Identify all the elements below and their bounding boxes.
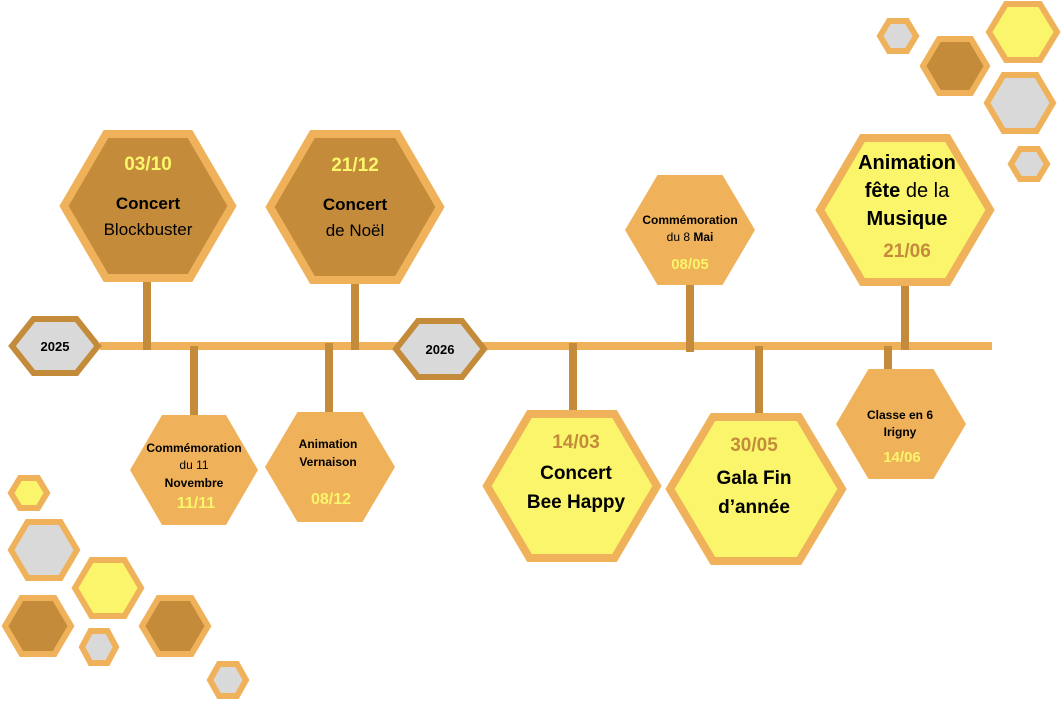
event-title: Novembre bbox=[165, 476, 224, 490]
event-date: 21/12 bbox=[331, 155, 379, 176]
decorative-hexagon bbox=[1007, 146, 1051, 182]
event-hexagon-gala bbox=[665, 413, 847, 565]
event-title: fête de la bbox=[865, 180, 950, 202]
event-title: Concert bbox=[323, 195, 388, 214]
event-title: du 8 Mai bbox=[667, 230, 714, 244]
event-title: de Noël bbox=[326, 221, 385, 240]
event-date: 08/05 bbox=[671, 256, 709, 273]
event-title: Blockbuster bbox=[104, 220, 193, 239]
event-hexagon-beehappy bbox=[482, 410, 662, 562]
event-title: Musique bbox=[866, 208, 947, 230]
event-title: Gala Fin bbox=[717, 468, 792, 489]
decorative-hexagon bbox=[7, 519, 81, 581]
event-date: 11/11 bbox=[177, 495, 215, 512]
event-title: Animation bbox=[858, 152, 956, 174]
event-date: 14/03 bbox=[552, 432, 600, 453]
event-title: Concert bbox=[540, 463, 612, 484]
decorative-hexagon bbox=[876, 18, 920, 54]
event-date: 30/05 bbox=[730, 435, 778, 456]
event-hexagon-novembre bbox=[130, 415, 258, 525]
year-2025-hexagon bbox=[8, 316, 102, 376]
event-title: Commémoration bbox=[642, 213, 737, 227]
year-2026-label: 2026 bbox=[426, 342, 455, 357]
event-title: d’année bbox=[718, 497, 790, 518]
event-date: 03/10 bbox=[124, 154, 172, 175]
event-hexagon-noel bbox=[265, 130, 445, 284]
decorative-hexagon bbox=[206, 661, 250, 699]
event-hexagon-vernaison bbox=[265, 412, 395, 522]
decorative-hexagon bbox=[7, 475, 51, 511]
event-hexagon-mai bbox=[625, 175, 755, 285]
decorative-hexagon bbox=[919, 36, 991, 96]
decorative-hexagon bbox=[138, 595, 212, 657]
event-title: Animation bbox=[299, 437, 358, 451]
decorative-hexagon bbox=[71, 557, 145, 619]
event-title: Concert bbox=[116, 194, 181, 213]
year-2026-hexagon bbox=[392, 318, 488, 380]
event-date: 21/06 bbox=[883, 241, 931, 262]
decorative-hexagon bbox=[78, 628, 120, 666]
event-date: 14/06 bbox=[883, 449, 921, 466]
event-title: Vernaison bbox=[299, 455, 356, 469]
decorative-hexagon bbox=[983, 72, 1057, 134]
event-title: Commémoration bbox=[146, 441, 241, 455]
event-title: Bee Happy bbox=[527, 492, 626, 513]
event-title: Irigny bbox=[884, 425, 917, 439]
event-title: du 11 bbox=[179, 458, 208, 472]
year-2025-label: 2025 bbox=[41, 339, 70, 354]
event-hexagon-musique bbox=[815, 134, 995, 286]
decorative-hexagon bbox=[985, 1, 1061, 63]
event-hexagon-blockbuster bbox=[59, 130, 237, 282]
decorative-hexagon bbox=[1, 595, 75, 657]
event-title: Classe en 6 bbox=[867, 408, 933, 422]
event-hexagon-classe bbox=[836, 369, 966, 479]
event-date: 08/12 bbox=[311, 491, 351, 508]
